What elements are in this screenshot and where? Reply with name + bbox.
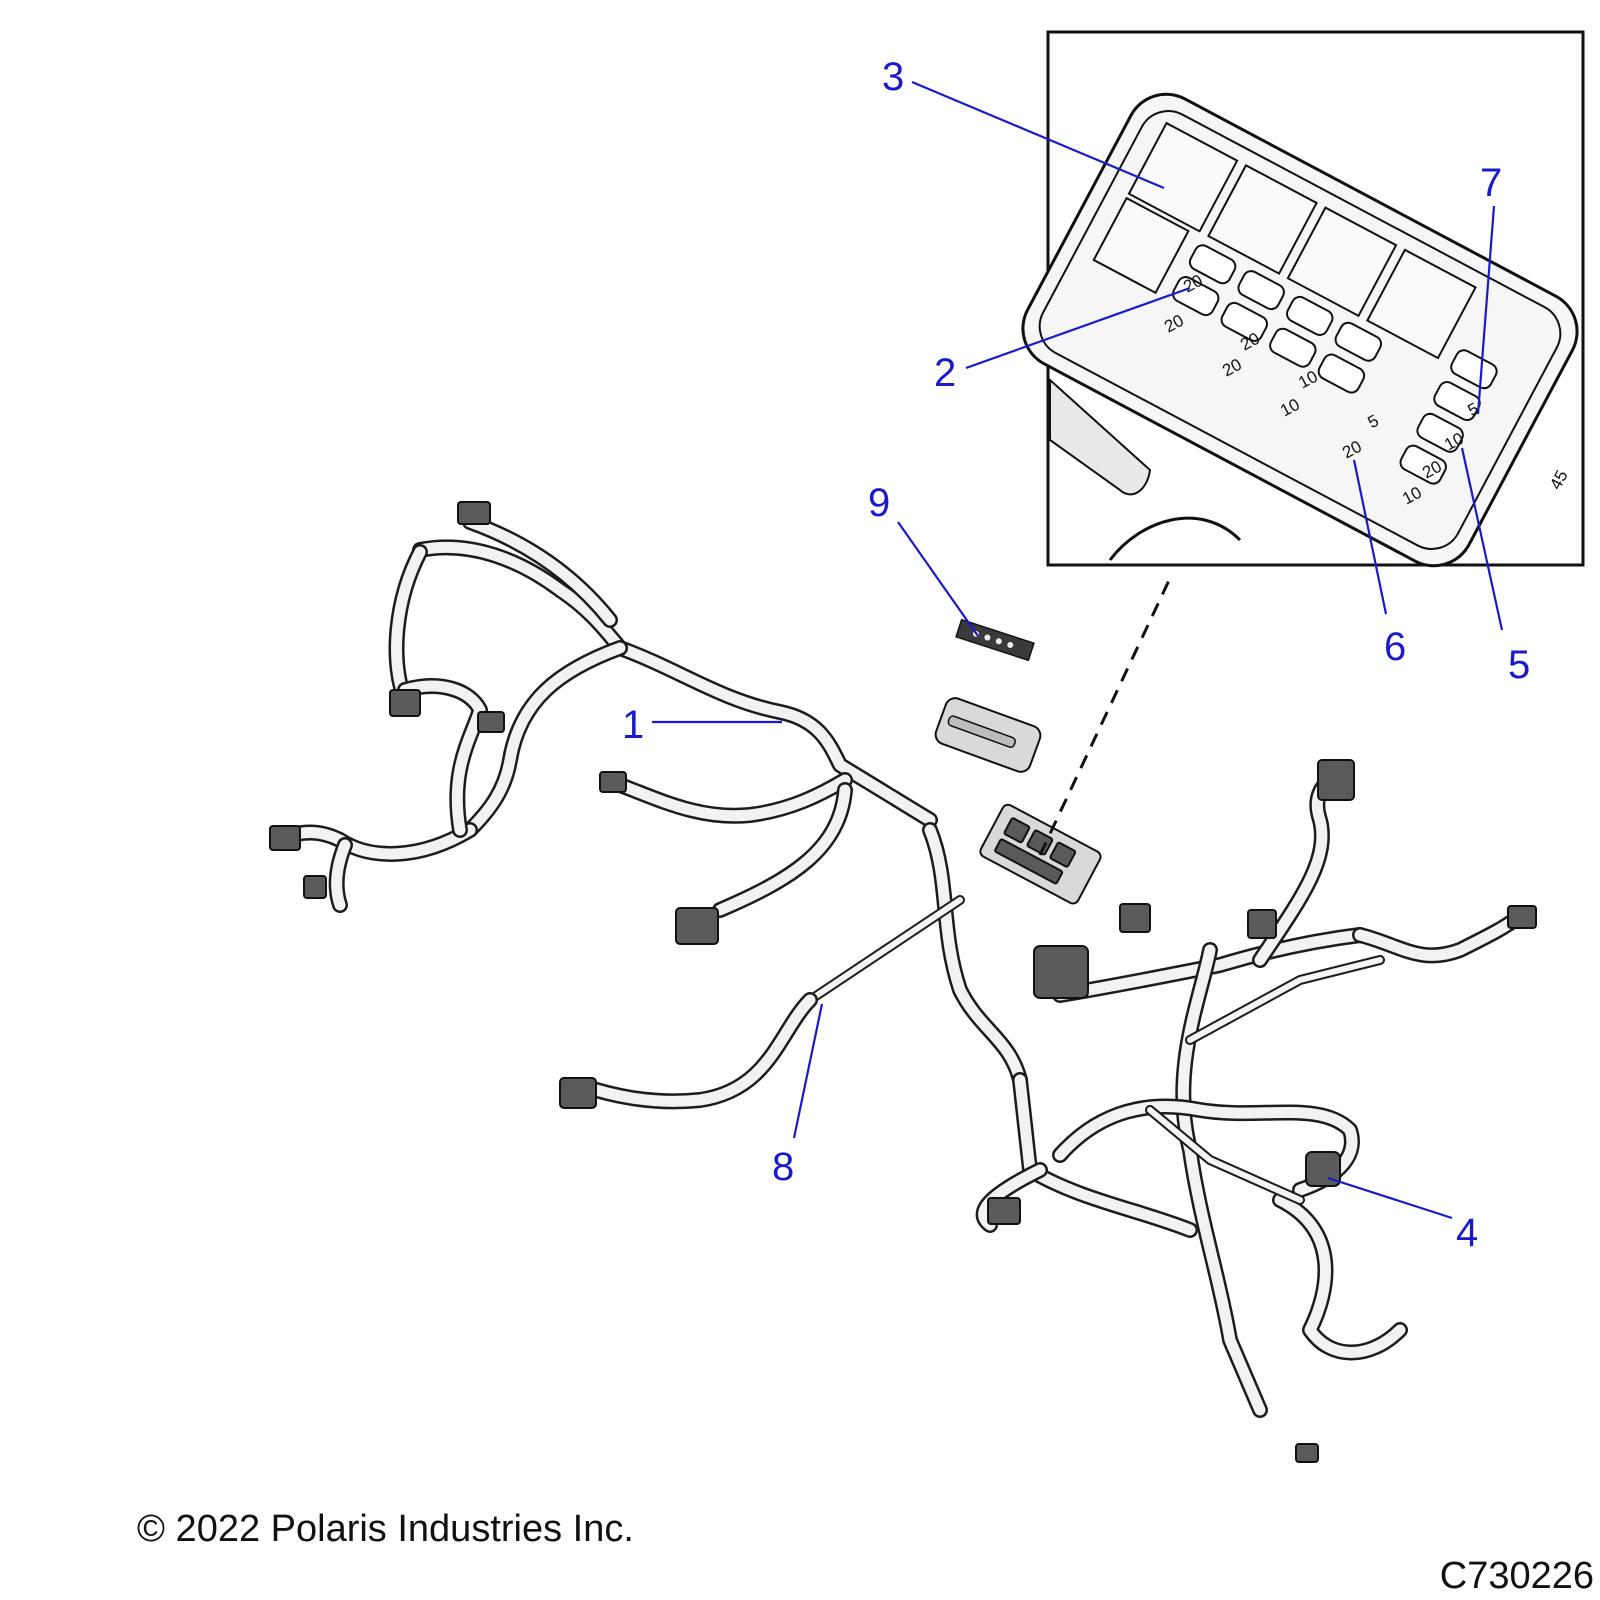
connector [675,907,719,945]
copyright-notice: © 2022 Polaris Industries Inc. [137,1508,634,1550]
callout-3: 3 [882,55,1165,190]
connector [477,711,505,733]
connector [1507,905,1537,929]
callout-label: 6 [1384,625,1406,669]
harness-connectors [269,501,1537,1463]
connector [269,825,301,851]
connector [987,1197,1021,1225]
fuse-label-decal [955,618,1035,662]
callouts: 1 2 3 4 5 6 7 8 [622,55,1530,1255]
callout-label: 8 [772,1145,794,1189]
connector [303,875,327,899]
callout-2: 2 [934,286,1191,395]
connector [1305,1151,1341,1187]
connector [1119,903,1151,933]
wiring-harness-assembly [269,501,1537,1463]
callout-6: 6 [1352,459,1406,669]
callout-8: 8 [772,1003,824,1189]
harness-main-trunk [272,514,938,913]
fuse-box-detail-inset: 20 20 20 20 10 10 5 20 5 10 20 10 45 [1021,30,1585,568]
callout-label: 3 [882,55,904,99]
callout-4: 4 [1327,1176,1478,1255]
connector [457,501,491,525]
connector [559,1077,597,1109]
callout-1: 1 [622,703,782,747]
figure-code: C730226 [1439,1555,1594,1597]
callout-label: 2 [934,351,956,395]
callout-label: 9 [868,481,890,525]
inset-reference-line [1038,573,1174,856]
connector [1247,909,1277,939]
connector [1033,945,1089,999]
harness-mid-branches [572,772,1198,1238]
connector [1317,759,1355,801]
connector [389,689,421,717]
callout-label: 7 [1480,161,1502,205]
fuse-box-cover [934,697,1042,773]
callout-7: 7 [1476,161,1502,415]
callout-9: 9 [868,481,979,637]
callout-label: 4 [1456,1211,1478,1255]
callout-5: 5 [1460,447,1530,687]
connector [1295,1443,1319,1463]
callout-label: 5 [1508,643,1530,687]
harness-right-lower [975,762,1528,1418]
callout-label: 1 [622,703,644,747]
connector [599,771,627,793]
